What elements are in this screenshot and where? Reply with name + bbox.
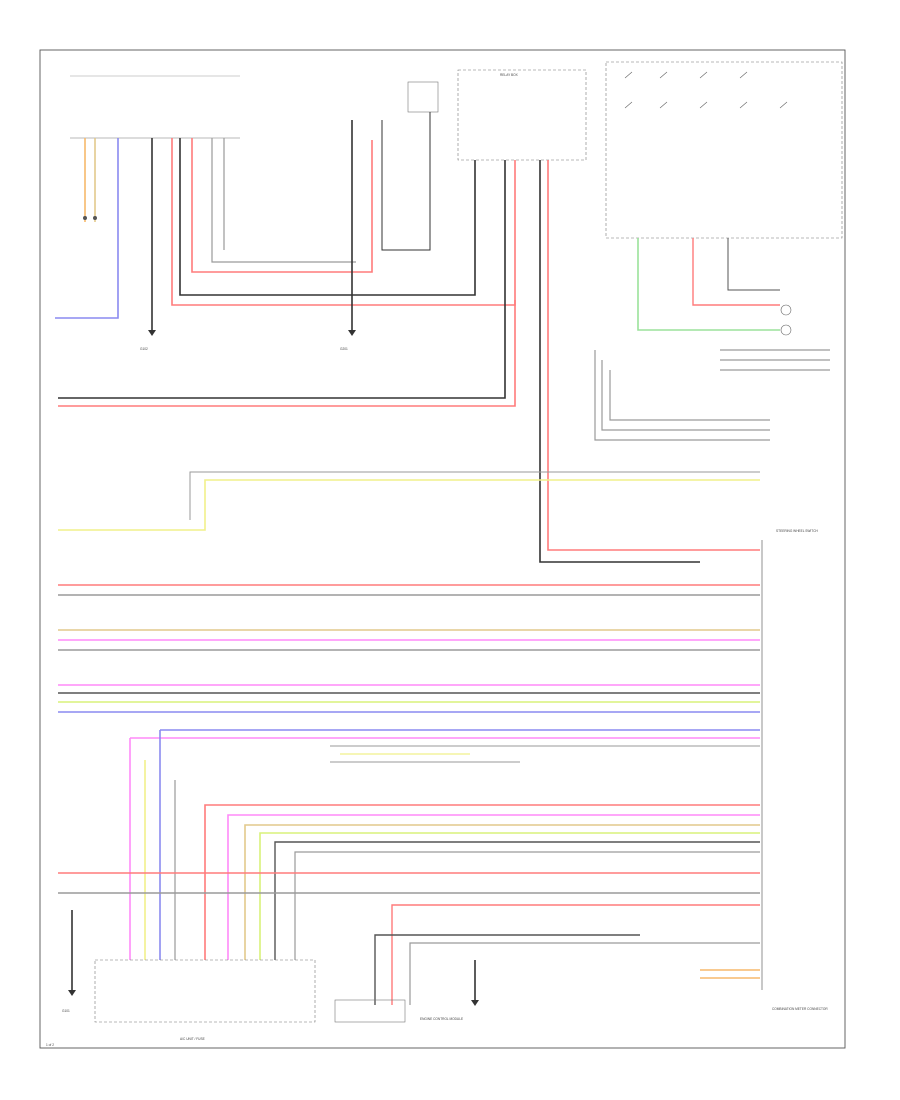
lamp-icon — [780, 304, 792, 316]
steering-switch-label: STEERING WHEEL SWITCH — [776, 529, 819, 533]
lamp-icon — [780, 324, 792, 336]
wire-gray-1 — [211, 138, 356, 263]
ecm-module — [334, 999, 406, 1023]
page-label: 1 of 2 — [46, 1043, 54, 1047]
wire-red-9 — [391, 904, 760, 1005]
ground-symbol — [68, 990, 76, 996]
relay-small — [407, 81, 439, 113]
ecm-label: ENGINE CONTROL MODULE — [420, 1017, 463, 1021]
wire-gray-13 — [409, 942, 760, 1005]
connector-pin — [93, 216, 97, 220]
gray-bus-right — [594, 349, 830, 441]
wire-black-7 — [539, 160, 700, 563]
relay-box-title: RELAY BOX — [500, 73, 519, 77]
switch-panel — [605, 61, 843, 239]
wire-gray-10 — [294, 851, 760, 960]
connector-pin — [83, 216, 87, 220]
meter-connector-label: COMBINATION METER CONNECTOR — [772, 1007, 828, 1011]
wire-red-3 — [692, 238, 780, 306]
wire-tan-3 — [244, 824, 760, 960]
relay-box — [457, 69, 587, 161]
wire-gray-12 — [374, 934, 640, 1005]
ground-symbol — [348, 330, 356, 336]
ground-label-mid: G102 — [140, 347, 148, 351]
wire-red-4 — [58, 300, 516, 407]
wire-lime-2 — [259, 832, 760, 960]
wire-black-4 — [381, 112, 431, 251]
diagram-frame — [39, 49, 846, 1049]
wire-red-7 — [204, 804, 760, 960]
ground-label-bottom: G201 — [340, 347, 348, 351]
wire-red-1 — [171, 138, 516, 306]
ground-symbol — [471, 1000, 479, 1006]
wire-blue-1 — [55, 138, 119, 319]
wire-red-5 — [547, 160, 760, 551]
ground-symbol — [148, 330, 156, 336]
wire-gray-9 — [274, 841, 760, 960]
wire-yellow-1 — [58, 479, 760, 531]
wire-black-5 — [727, 238, 780, 291]
ac-unit-module — [94, 959, 316, 1023]
ground-label-left: G101 — [62, 1009, 70, 1013]
switch-symbols — [624, 71, 788, 109]
ac-unit-label: A/C UNIT / FUSE — [180, 1037, 205, 1041]
wire-pink-4 — [227, 814, 760, 960]
wire-black-6 — [58, 160, 506, 399]
wire-black-2 — [179, 138, 476, 296]
wire-red-2 — [191, 138, 373, 273]
wire-green-1 — [637, 238, 780, 331]
wire-gray-3 — [189, 471, 760, 520]
